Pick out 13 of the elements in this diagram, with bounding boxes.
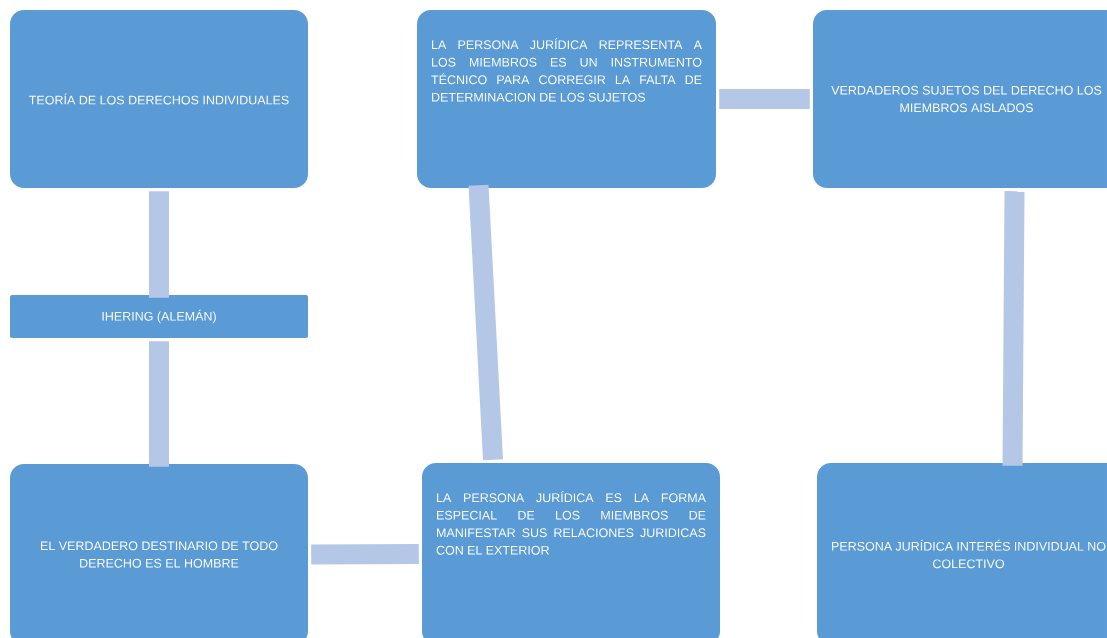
node-label: EL VERDADERO DESTINARIO DE TODO DERECHO ES EL HOMBRE xyxy=(41,541,278,568)
node-label: IHERING (ALEMÁN) xyxy=(102,309,216,324)
node-label: VERDADEROS SUJETOS DEL DERECHO LOS MIEMBROS AISLADOS xyxy=(831,85,1102,113)
connector-bar xyxy=(719,89,810,109)
connector-bar xyxy=(311,544,419,565)
connector-bar xyxy=(468,184,503,461)
node-label: TEORÍA DE LOS DERECHOS INDIVIDUALES xyxy=(29,93,289,105)
node-label: PERSONA JURÍDICA INTERÉS INDIVIDUAL NO COLECTIVO xyxy=(832,539,1106,569)
connector-bar xyxy=(149,341,169,467)
connector-bar xyxy=(1002,191,1025,466)
node-label: LA PERSONA JURÍDICA REPRESENTA A LOS MIEMBROS ES UN INSTRUMENTO TÉCNICO PARA CORREGIR LA FALTA DE DETERMINACION DE LOS SUJETOS xyxy=(431,38,702,102)
node-label: LA PERSONA JURÍDICA ES LA FORMA ESPECIAL DE LOS MIEMBROS DE MANIFESTAR SUS RELACIONES JURIDICAS CON EL EXTERIOR xyxy=(436,491,706,555)
connector-bar xyxy=(149,191,169,298)
